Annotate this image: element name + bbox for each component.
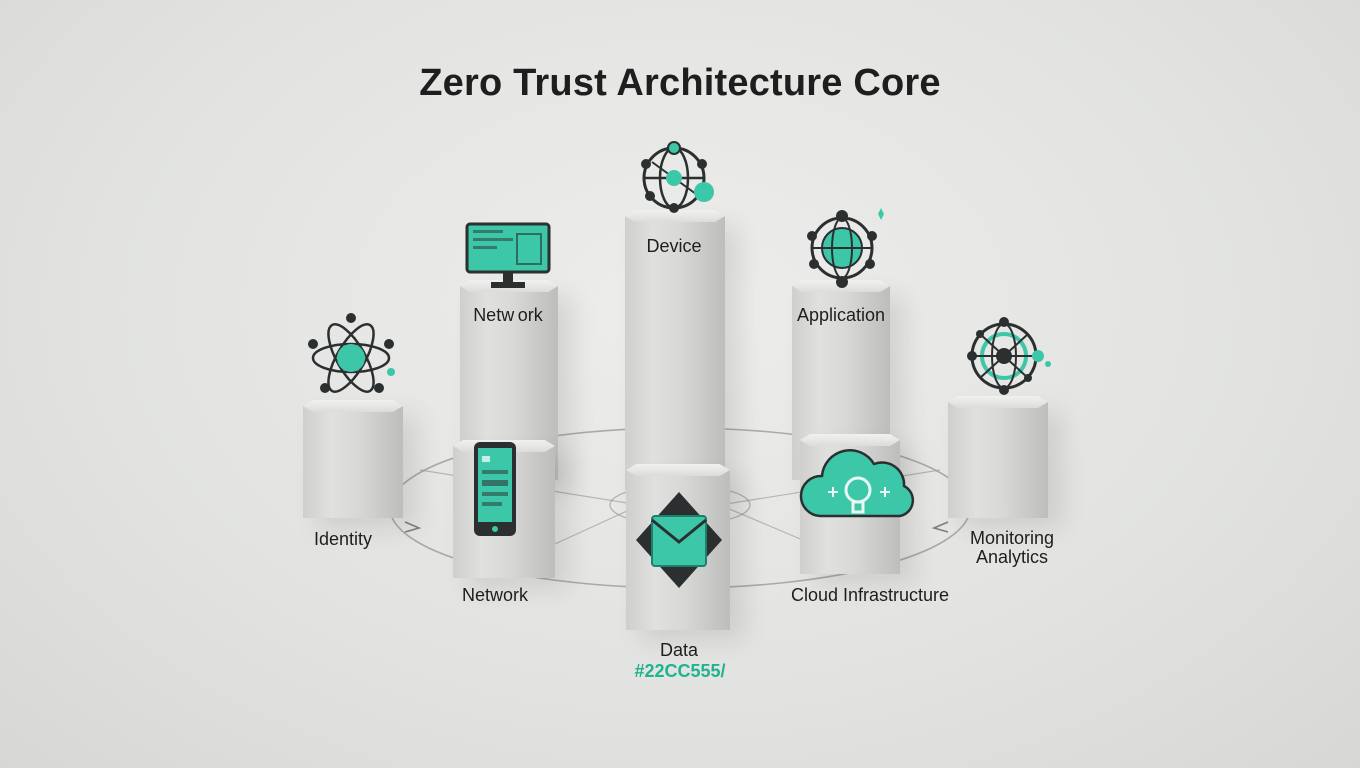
globe-network-icon: [641, 141, 714, 213]
label-cloud: Cloud Infrastructure: [790, 585, 950, 605]
cloud-bulb-icon: [799, 449, 915, 518]
data-color-code: #22CC555/: [634, 661, 726, 681]
label-analytics: Analytics: [975, 547, 1049, 567]
label-application: Application: [796, 305, 886, 325]
label-data: Data: [659, 640, 699, 660]
smartphone-icon: [474, 442, 516, 536]
pillar-monitoring: [948, 396, 1048, 518]
globe-lock-icon: [807, 208, 884, 288]
label-device: Device: [646, 236, 702, 256]
atom-icon: [308, 313, 395, 393]
page-title: Zero Trust Architecture Core: [419, 62, 941, 104]
label-network: Network: [461, 585, 528, 605]
pillar-identity: [303, 400, 403, 518]
label-network-top: Netw ork: [473, 305, 543, 325]
label-identity: Identity: [313, 529, 373, 549]
globe-node-icon: [967, 317, 1051, 395]
envelope-diamond-icon: [636, 492, 722, 588]
monitor-icon: [465, 222, 551, 288]
label-monitoring: Monitoring: [969, 528, 1055, 548]
pillar-device: [625, 210, 725, 490]
